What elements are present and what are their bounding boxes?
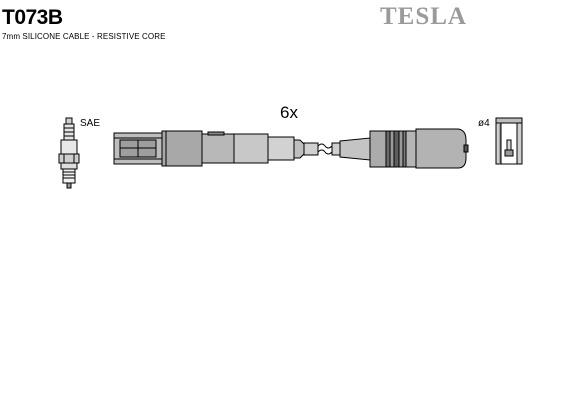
brand-logo: TESLA bbox=[380, 3, 467, 30]
cable-description: 7mm SILICONE CABLE - RESISTIVE CORE bbox=[2, 32, 166, 41]
coil-terminal-icon bbox=[495, 117, 523, 165]
spark-plug-standard-label: SAE bbox=[80, 118, 100, 129]
coil-boot bbox=[331, 128, 469, 169]
cable-break-symbol bbox=[317, 143, 333, 155]
coil-pin-label: ø4 bbox=[478, 118, 490, 129]
quantity-label: 6x bbox=[280, 103, 298, 122]
plug-boot bbox=[113, 130, 319, 167]
spark-plug-icon bbox=[58, 117, 80, 189]
product-code: T073B bbox=[2, 6, 63, 29]
